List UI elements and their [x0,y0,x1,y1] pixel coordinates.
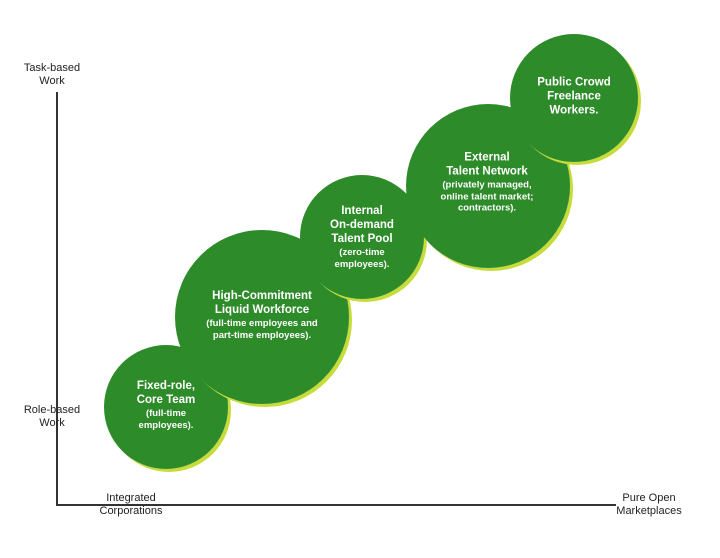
circle-subtitle: (full-time employees and part-time emplo… [206,318,318,341]
circle-label-public-crowd: Public Crowd Freelance Workers. [537,76,610,119]
x-axis-label-right: Pure Open Marketplaces [616,492,682,517]
y-axis-label-bottom: Role-based Work [23,404,81,429]
circle-label-external-talent-network: External Talent Network (privately manag… [441,150,534,214]
circle-title: Internal On-demand Talent Pool [330,205,394,245]
y-axis-line [56,92,58,506]
bubble-public-crowd-freelance-workers [510,34,638,162]
circle-subtitle: (privately managed, online talent market… [440,179,534,214]
circle-title: Fixed-role, Core Team [136,380,196,406]
circle-label-high-commitment: High-Commitment Liquid Workforce (full-t… [206,289,317,341]
x-axis-line [56,504,616,506]
circle-subtitle: (full-time employees). [138,408,194,431]
circle-subtitle: (zero-time employees). [334,247,390,270]
circle-title: External Talent Network [446,151,528,178]
circle-title: Public Crowd Freelance Workers. [537,76,611,117]
circle-label-fixed-role: Fixed-role, Core Team (full-time employe… [137,379,196,431]
circle-label-internal-talent-pool: Internal On-demand Talent Pool (zero-tim… [330,204,394,270]
x-axis-label-left: Integrated Corporations [99,492,163,517]
bubble-internal-on-demand-talent-pool [300,175,424,299]
circle-title: High-Commitment Liquid Workforce [212,290,312,316]
y-axis-label-top: Task-based Work [23,62,81,87]
